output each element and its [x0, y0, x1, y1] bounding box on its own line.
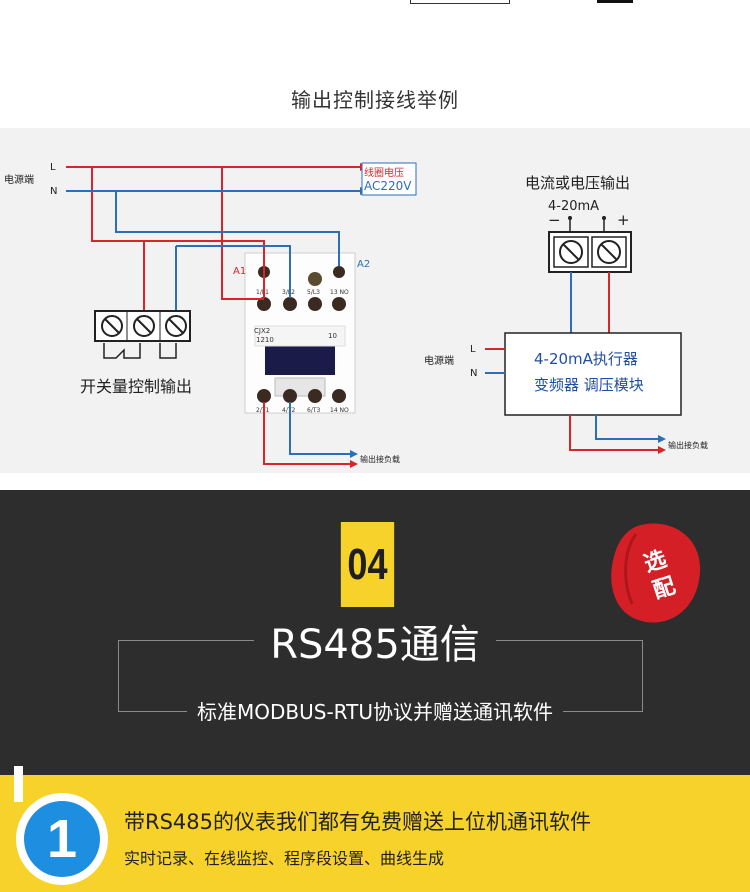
feature-title: RS485通信 — [254, 612, 496, 670]
item-title: 带RS485的仪表我们都有免费赠送上位机通讯软件 — [124, 810, 592, 834]
contactor-model-2: 1210 — [256, 336, 274, 344]
a2-label: A2 — [357, 259, 370, 270]
contactor-bottom-4: 14 NO — [330, 407, 349, 414]
load-output-label: 输出接负载 — [360, 454, 400, 464]
power-label-2: 电源端 — [424, 354, 454, 367]
top-frame-left — [410, 0, 510, 4]
coil-label-1: 线圈电压 — [364, 166, 404, 179]
stamp-shape — [611, 523, 701, 623]
line-l: L — [50, 162, 56, 173]
wiring-diagram: 1/L1 3/L2 5/L3 13 NO CJX2 1210 10 2/T1 4… — [0, 128, 750, 473]
switch-terminal-block — [94, 310, 191, 359]
switch-output-label: 开关量控制输出 — [80, 377, 192, 396]
line-n: N — [50, 186, 57, 197]
feature-title-wrap: RS485通信 — [0, 612, 750, 670]
line-n-2: N — [470, 368, 477, 379]
analog-range: 4-20mA — [548, 199, 599, 214]
contactor-window — [265, 343, 335, 375]
line-l-2: L — [470, 344, 476, 355]
actuator-box — [504, 332, 682, 416]
contactor-top-terminals — [257, 266, 346, 311]
contactor-label-3: 5/L3 — [307, 289, 320, 296]
section-title: 输出控制接线举例 — [291, 88, 459, 112]
a1-label: A1 — [233, 266, 246, 277]
analog-title: 电流或电压输出 — [525, 174, 630, 192]
analog-terminal-block — [548, 216, 632, 273]
load-arrow-blue — [350, 450, 358, 458]
item-band — [0, 775, 750, 892]
actuator-output-lines — [569, 415, 658, 451]
actuator-label-1: 4-20mA执行器 — [534, 350, 638, 368]
accent-bar — [14, 766, 23, 802]
n-line — [66, 190, 360, 314]
power-label: 电源端 — [4, 173, 34, 186]
actuator-label-2: 变频器 调压模块 — [534, 376, 644, 394]
contactor-bottom-terminals — [257, 389, 346, 403]
contactor-bottom-2: 4/T2 — [282, 407, 296, 414]
contactor-bottom-3: 6/T3 — [307, 407, 321, 414]
load-lines — [263, 402, 350, 465]
plus-sign: + — [617, 211, 630, 229]
contactor-plate — [254, 325, 346, 347]
item-index-badge: 1 — [24, 801, 100, 877]
feature-subtitle: 标准MODBUS-RTU协议并赠送通讯软件 — [187, 696, 563, 725]
l-line — [66, 166, 360, 314]
contactor-label-1: 1/L1 — [256, 289, 269, 296]
contactor-label-4: 13 NO — [330, 289, 349, 296]
minus-sign: − — [548, 211, 561, 229]
section-number: 04 — [340, 522, 395, 607]
load-arrow-red — [350, 460, 358, 468]
contactor-bottom-1: 2/T1 — [256, 407, 270, 414]
top-frame-right — [597, 0, 633, 3]
contactor-number: 10 — [328, 332, 337, 340]
contactor-label-2: 3/L2 — [282, 289, 295, 296]
feature-subtitle-wrap: 标准MODBUS-RTU协议并赠送通讯软件 — [0, 696, 750, 725]
contactor-model-1: CJX2 — [254, 327, 270, 335]
coil-label-2: AC220V — [364, 179, 412, 193]
item-description: 实时记录、在线监控、程序段设置、曲线生成 — [124, 849, 445, 868]
analog-lines — [570, 272, 610, 333]
coil-box — [361, 162, 417, 196]
load-output-label-2: 输出接负载 — [668, 440, 708, 450]
